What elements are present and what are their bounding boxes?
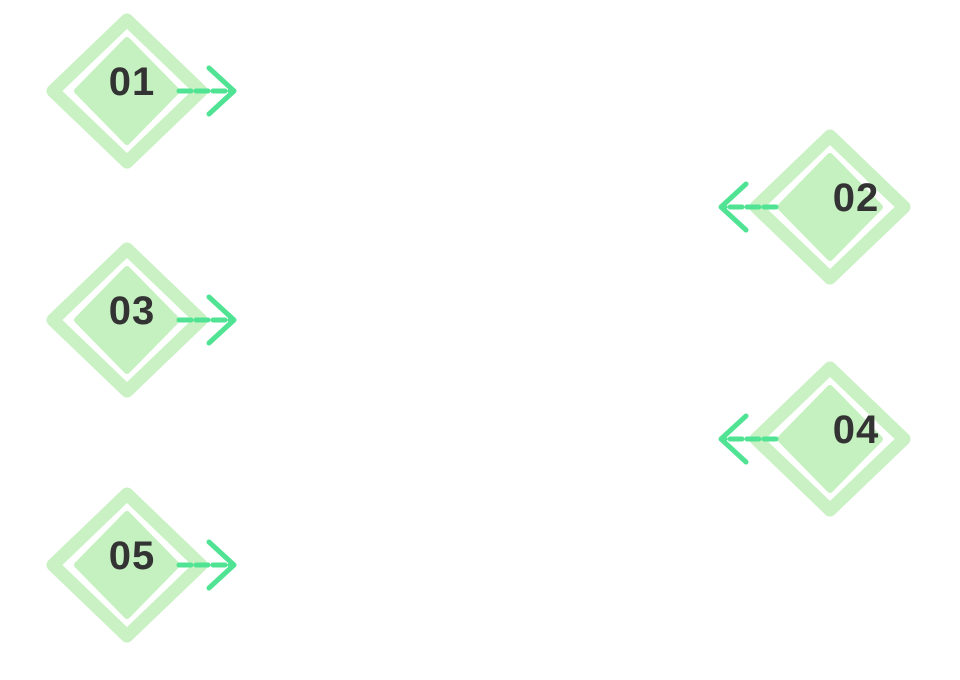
step-number: 01 [108, 60, 156, 104]
arrow-left-icon [718, 413, 779, 465]
diamond-frame-icon [718, 129, 911, 285]
arrow-right-icon [176, 539, 237, 591]
diamond-frame-icon [46, 13, 237, 169]
arrow-right-icon [176, 65, 237, 117]
diamond-frame-icon [46, 242, 237, 398]
step-number: 02 [832, 176, 880, 220]
step-number: 05 [108, 534, 156, 578]
arrow-left-icon [718, 181, 779, 233]
step-marker-01: 01 [44, 6, 244, 176]
step-number: 03 [108, 289, 156, 333]
arrow-right-icon [176, 294, 237, 346]
step-number: 04 [832, 408, 880, 452]
diamond-frame-icon [718, 361, 911, 517]
step-marker-04: 04 [716, 354, 916, 524]
step-marker-02: 02 [716, 122, 916, 292]
step-marker-05: 05 [44, 480, 244, 650]
diamond-frame-icon [46, 487, 237, 643]
step-marker-03: 03 [44, 235, 244, 405]
